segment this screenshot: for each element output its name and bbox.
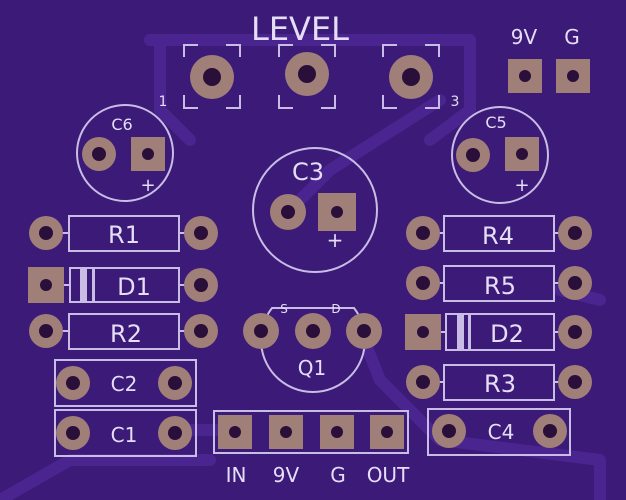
q1-s-label: S bbox=[280, 302, 288, 316]
capacitor-c2: C2 bbox=[54, 359, 197, 407]
resistor-r4: R4 bbox=[406, 215, 592, 252]
io-g-label: G bbox=[330, 463, 346, 487]
capacitor-c3: C3 + bbox=[252, 147, 378, 273]
c3-label: C3 bbox=[292, 158, 324, 186]
r4-label: R4 bbox=[482, 222, 514, 250]
pot-pin3-label: 3 bbox=[451, 94, 460, 110]
svg-text:+: + bbox=[140, 175, 155, 196]
transistor-q1: S D Q1 bbox=[243, 302, 382, 393]
r1-label: R1 bbox=[108, 221, 140, 249]
c1-label: C1 bbox=[111, 423, 138, 447]
q1-label: Q1 bbox=[298, 356, 326, 380]
svg-text:+: + bbox=[327, 228, 344, 252]
d2-label: D2 bbox=[490, 320, 524, 348]
power-9v-label: 9V bbox=[511, 25, 538, 49]
r5-label: R5 bbox=[484, 272, 516, 300]
resistor-r1: R1 bbox=[29, 215, 218, 252]
r3-label: R3 bbox=[484, 370, 516, 398]
q1-d-label: D bbox=[331, 302, 340, 316]
capacitor-c5: C5 + bbox=[451, 106, 549, 204]
c2-label: C2 bbox=[111, 372, 138, 396]
resistor-r2: R2 bbox=[29, 313, 218, 350]
level-title: LEVEL bbox=[251, 10, 349, 48]
diode-d1: D1 bbox=[28, 267, 218, 303]
capacitor-c1: C1 bbox=[54, 409, 197, 457]
io-out-label: OUT bbox=[367, 463, 410, 487]
c5-label: C5 bbox=[485, 113, 506, 132]
io-in-label: IN bbox=[226, 463, 247, 487]
capacitor-c6: C6 + bbox=[76, 104, 174, 202]
io-header: IN 9V G OUT bbox=[213, 410, 410, 487]
power-g-label: G bbox=[564, 25, 580, 49]
r2-label: R2 bbox=[110, 320, 142, 348]
pot-pin1-label: 1 bbox=[159, 94, 168, 110]
c4-label: C4 bbox=[488, 420, 515, 444]
diode-d2: D2 bbox=[405, 313, 592, 351]
svg-text:+: + bbox=[514, 175, 529, 196]
d1-label: D1 bbox=[117, 273, 151, 301]
resistor-r3: R3 bbox=[406, 364, 592, 401]
capacitor-c4: C4 bbox=[427, 408, 571, 456]
io-9v-label: 9V bbox=[273, 463, 300, 487]
resistor-r5: R5 bbox=[406, 265, 592, 302]
power-header: 9V G bbox=[508, 25, 590, 93]
pot-footprint: 1 3 bbox=[159, 44, 460, 110]
c6-label: C6 bbox=[111, 115, 132, 134]
